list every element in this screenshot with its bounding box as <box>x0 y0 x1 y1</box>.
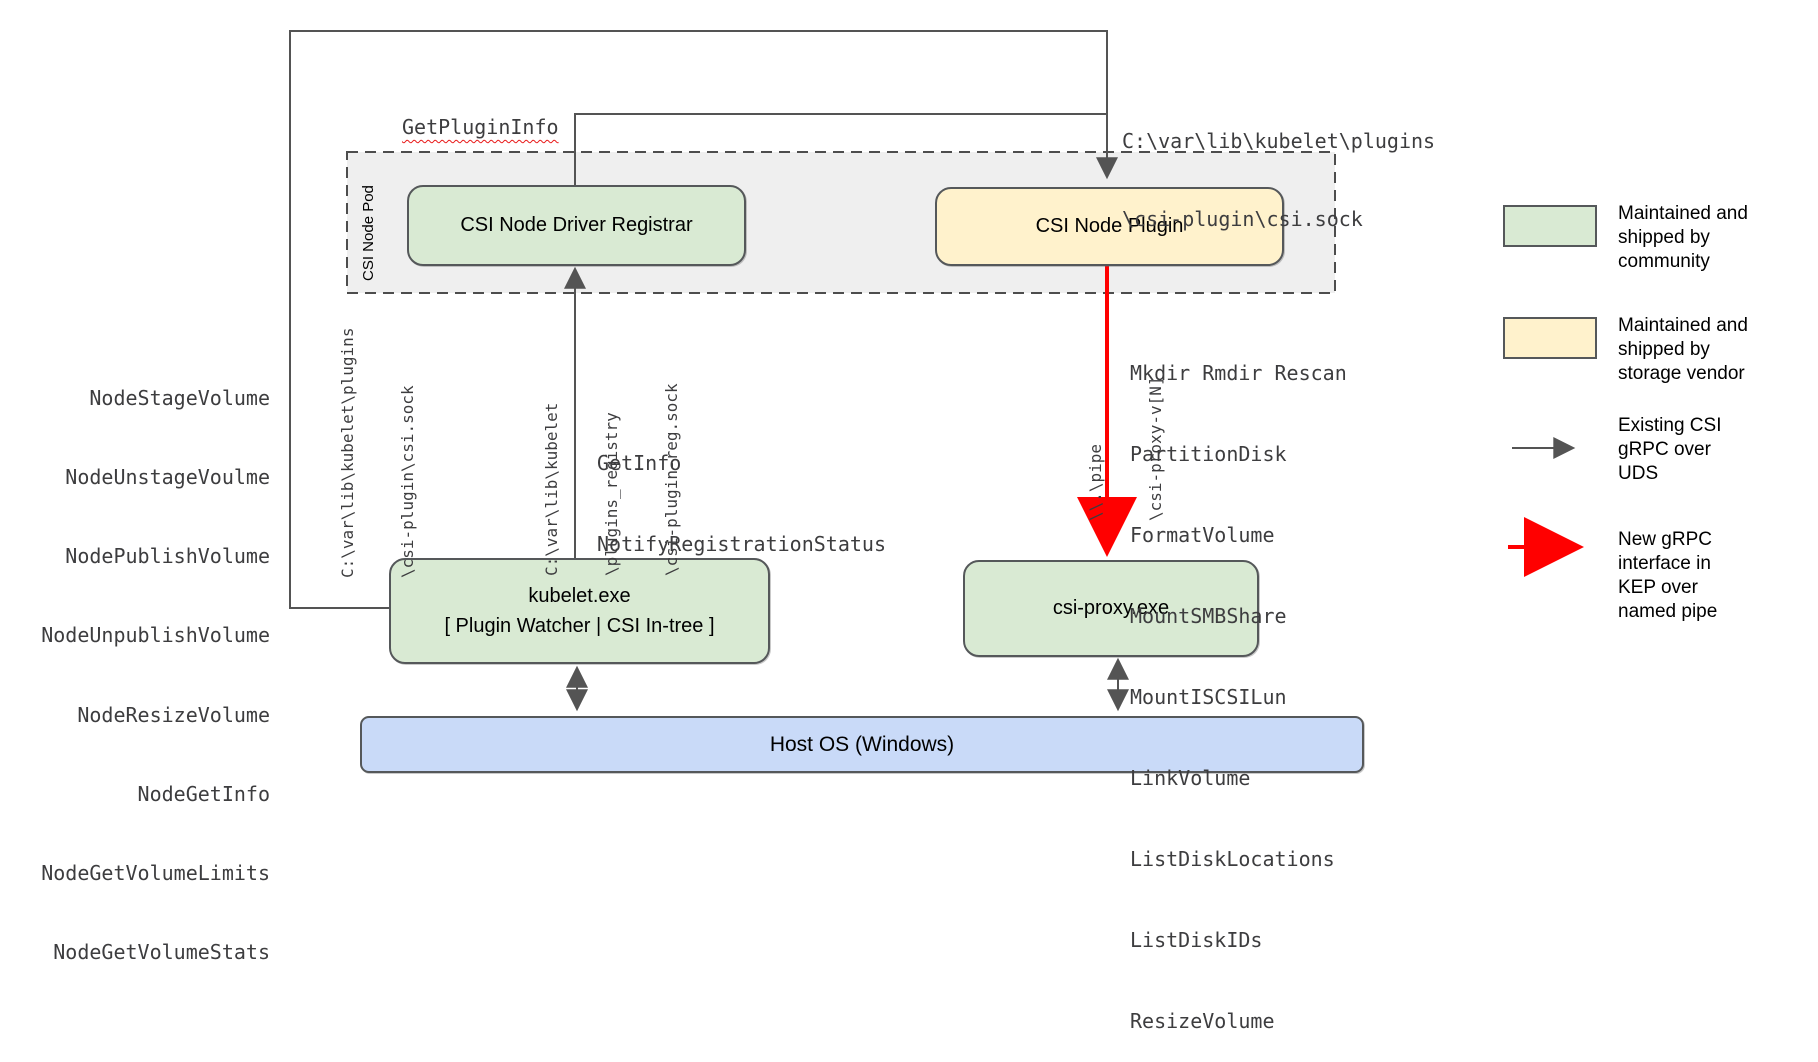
proxy-method-item: MountISCSILun <box>1130 685 1287 709</box>
proxy-method-item: FormatVolume <box>1130 523 1275 547</box>
kubelet-plugin-sock-vertical-label: C:\var\lib\kubelet\plugins \csi-plugin\c… <box>298 328 438 578</box>
host-os-box: Host OS (Windows) <box>360 716 1364 773</box>
plugin-sock-path-line2: \csi-plugin\csi.sock <box>1122 207 1363 231</box>
registry-sock-line1: C:\var\lib\kubelet <box>542 402 561 576</box>
kubelet-plugin-sock-vertical-line2: \csi-plugin\csi.sock <box>398 385 417 578</box>
legend-community-line3: community <box>1618 251 1710 272</box>
node-method-item: NodeUnstageVoulme <box>65 465 270 490</box>
legend-kep-line2: interface in <box>1618 553 1711 574</box>
legend-uds-line2: gRPC over <box>1618 439 1711 460</box>
csi-node-pod-label: CSI Node Pod <box>360 185 377 281</box>
proxy-method-item: ListDiskIDs <box>1130 928 1263 952</box>
proxy-method-item: LinkVolume <box>1130 766 1251 790</box>
csi-proxy-box: csi-proxy.exe <box>963 560 1259 657</box>
node-method-item: NodeGetVolumeLimits <box>41 861 270 886</box>
legend-vendor-swatch <box>1503 317 1597 359</box>
kubelet-box: kubelet.exe [ Plugin Watcher | CSI In-tr… <box>389 558 770 664</box>
proxy-method-item: ListDiskLocations <box>1130 847 1335 871</box>
legend-kep-text: New gRPC interface in KEP over named pip… <box>1618 528 1717 624</box>
node-method-item: NodeStageVolume <box>89 385 270 410</box>
csi-node-plugin-label: CSI Node Plugin <box>1035 215 1184 237</box>
legend-uds-line1: Existing CSI <box>1618 415 1722 436</box>
kubelet-label-line2: [ Plugin Watcher | CSI In-tree ] <box>444 615 715 637</box>
node-method-item: NodeGetVolumeStats <box>53 940 270 965</box>
kubelet-to-plugin-uds-arrow <box>289 30 1118 609</box>
proxy-method-item: ResizeVolume <box>1130 1009 1275 1033</box>
legend-vendor-line2: shipped by <box>1618 339 1710 360</box>
legend-uds-text: Existing CSI gRPC over UDS <box>1618 414 1721 486</box>
csi-node-plugin-box: CSI Node Plugin <box>935 187 1284 266</box>
legend-uds-line3: UDS <box>1618 463 1659 484</box>
registration-call-item: GetInfo <box>597 451 682 475</box>
legend-kep-line1: New gRPC <box>1618 529 1712 550</box>
proxy-method-item: MountSMBShare <box>1130 604 1287 628</box>
legend-kep-line3: KEP over <box>1618 577 1698 598</box>
named-pipe-line1: \\.\pipe <box>1086 443 1105 521</box>
proxy-methods-list: Mkdir Rmdir Rescan PartitionDisk FormatV… <box>1130 306 1347 1062</box>
legend-vendor-line3: storage vendor <box>1618 363 1745 384</box>
plugin-sock-path-line1: C:\var\lib\kubelet\plugins <box>1122 129 1436 153</box>
kubelet-label-line1: kubelet.exe <box>528 585 631 607</box>
registration-calls-list: GetInfo NotifyRegistrationStatus <box>597 396 886 585</box>
host-os-label: Host OS (Windows) <box>769 732 955 756</box>
csi-node-driver-registrar-box: CSI Node Driver Registrar <box>407 185 746 266</box>
csi-proxy-label: csi-proxy.exe <box>1052 597 1170 619</box>
node-method-item: NodePublishVolume <box>65 544 270 569</box>
legend-community-swatch <box>1503 205 1597 247</box>
kubelet-plugin-sock-vertical-line1: C:\var\lib\kubelet\plugins <box>338 327 357 578</box>
csi-proxy-architecture-diagram: { "diagram": { "pod": { "label": "CSI No… <box>41 30 1748 1033</box>
legend-community-line1: Maintained and <box>1618 203 1748 224</box>
proxy-method-item: PartitionDisk <box>1130 442 1287 466</box>
node-method-item: NodeGetInfo <box>137 781 270 806</box>
registration-call-item: NotifyRegistrationStatus <box>597 532 886 556</box>
legend-kep-line4: named pipe <box>1618 601 1718 622</box>
plugin-sock-path-label: C:\var\lib\kubelet\plugins \csi-plugin\c… <box>1122 76 1435 258</box>
node-method-item: NodeResizeVolume <box>77 702 270 727</box>
node-methods-list: NodeStageVolume NodeUnstageVoulme NodePu… <box>30 332 270 992</box>
node-method-item: NodeUnpublishVolume <box>41 623 270 648</box>
legend-community-line2: shipped by <box>1618 227 1710 248</box>
legend-vendor-text: Maintained and shipped by storage vendor <box>1618 314 1748 386</box>
legend-vendor-line1: Maintained and <box>1618 315 1748 336</box>
legend-community-text: Maintained and shipped by community <box>1618 202 1748 274</box>
csi-node-driver-registrar-label: CSI Node Driver Registrar <box>460 214 693 236</box>
proxy-method-item: Mkdir Rmdir Rescan <box>1130 361 1347 385</box>
getplugininfo-line <box>574 113 1106 185</box>
get-plugin-info-label: GetPluginInfo <box>402 115 559 139</box>
